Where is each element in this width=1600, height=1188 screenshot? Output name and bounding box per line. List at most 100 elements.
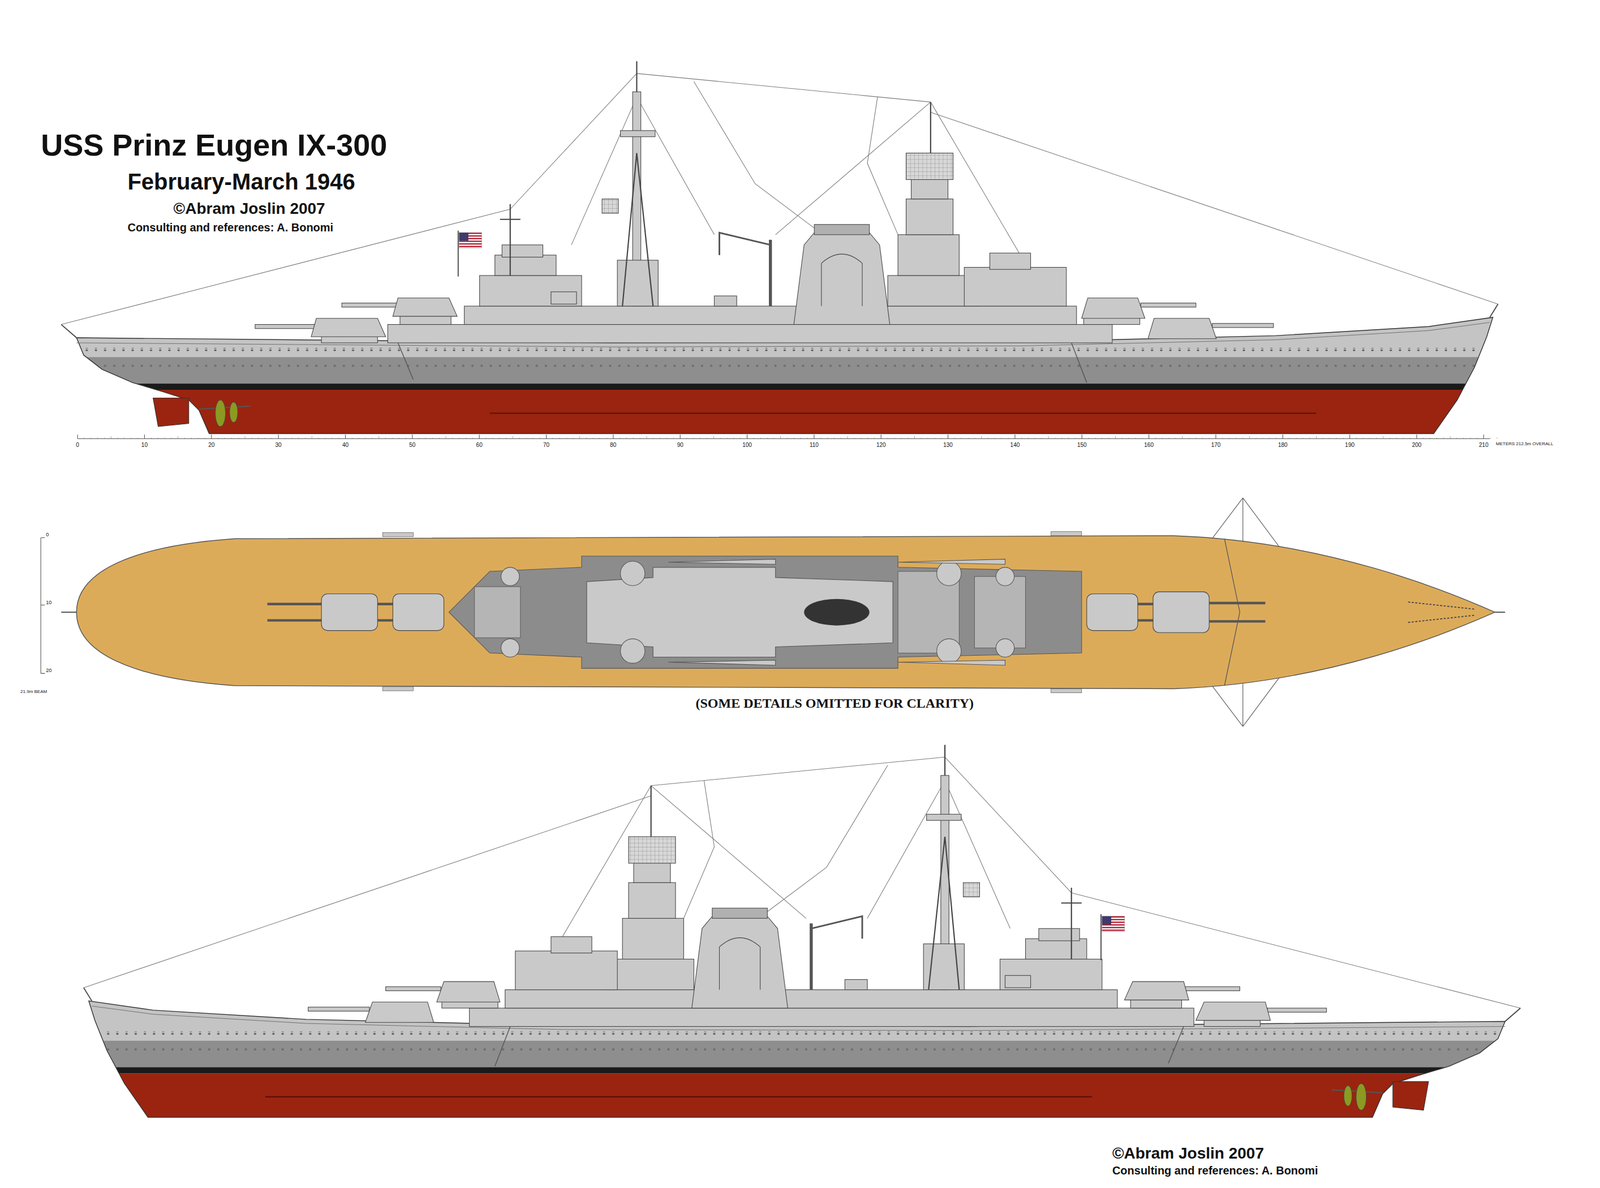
ruler-tick <box>1014 434 1015 439</box>
ruler-tick <box>284 437 286 439</box>
ruler-tick <box>1369 437 1371 439</box>
ruler-tick <box>170 437 172 439</box>
ruler-tick <box>492 437 493 439</box>
ruler-tick <box>458 437 460 439</box>
ruler-tick <box>304 437 306 439</box>
ruler-tick <box>1422 437 1424 439</box>
scale-number: 40 <box>342 441 349 449</box>
ruler-tick <box>445 436 446 440</box>
scale-number: 180 <box>1278 441 1288 449</box>
ruler-tick <box>1342 437 1344 439</box>
plan-view-part-part <box>897 660 1005 666</box>
ruler-tick <box>1396 437 1397 439</box>
plan-view-part <box>76 535 1495 690</box>
ruler-tick <box>626 437 627 439</box>
ruler-tick <box>1382 436 1384 440</box>
ruler-tick <box>1001 437 1002 439</box>
ruler-tick <box>264 437 266 439</box>
scale-number: 60 <box>476 441 483 449</box>
ruler-tick <box>177 436 179 440</box>
plan-view-part-part <box>620 561 645 586</box>
ruler-tick <box>1490 437 1491 439</box>
scale-unit: 21.9m BEAM <box>20 689 47 695</box>
ruler-tick <box>1041 437 1043 439</box>
ruler-tick <box>1188 437 1190 439</box>
ruler-tick <box>1202 437 1203 439</box>
scale-number: 170 <box>1211 441 1221 449</box>
scale-number: 120 <box>876 441 886 449</box>
ruler-tick <box>97 437 98 439</box>
ruler-tick <box>1148 434 1150 439</box>
scale-number: 0 <box>45 532 49 539</box>
ruler-tick <box>291 437 292 439</box>
ruler-tick <box>1134 437 1136 439</box>
ruler-tick <box>1476 437 1478 439</box>
ruler-tick <box>345 434 346 439</box>
ruler-tick <box>331 437 333 439</box>
plan-view-part-part <box>620 638 645 664</box>
ruler-tick <box>1269 437 1270 439</box>
plan-view-part <box>1051 688 1082 693</box>
ruler-tick <box>77 434 79 439</box>
ruler-tick <box>599 437 601 439</box>
ruler-tick <box>1403 437 1404 439</box>
ruler-tick <box>485 437 486 439</box>
ruler-tick <box>1289 437 1290 439</box>
ruler-tick <box>257 437 259 439</box>
ruler-tick <box>1028 437 1029 439</box>
bottom-profile <box>0 745 1582 1143</box>
plan-view-part-part <box>995 567 1014 586</box>
ruler-tick <box>827 437 828 439</box>
ruler-tick <box>371 437 373 439</box>
ruler-tick <box>1409 437 1411 439</box>
flag-bottom <box>1100 914 1125 961</box>
ruler-tick <box>746 434 748 439</box>
ruler-tick <box>813 434 815 439</box>
ruler-tick <box>532 437 533 439</box>
ruler-tick <box>224 437 226 439</box>
ruler-tick <box>465 437 467 439</box>
ruler-tick <box>820 437 821 439</box>
ruler-tick <box>351 437 353 439</box>
ruler-tick <box>833 437 835 439</box>
plan-view-part-part <box>897 558 1005 565</box>
plan-view-part-part <box>668 558 776 565</box>
ruler-tick <box>110 436 112 440</box>
ruler-tick <box>1061 437 1062 439</box>
ruler-tick <box>231 437 232 439</box>
ruler-tick <box>699 437 701 439</box>
scale-number: 100 <box>742 441 752 449</box>
ruler-tick <box>425 437 427 439</box>
ruler-tick <box>104 437 105 439</box>
ruler-tick <box>1034 437 1036 439</box>
ruler-tick <box>1416 434 1418 439</box>
scale-number: 150 <box>1077 441 1087 449</box>
ruler-tick <box>907 437 909 439</box>
ruler-tick <box>1181 436 1183 440</box>
credit: Consulting and references: A. Bonomi <box>1112 1164 1319 1177</box>
ruler-tick <box>1222 437 1223 439</box>
ruler-tick <box>1121 437 1123 439</box>
plan-view-part-part <box>936 561 962 586</box>
top-profile <box>0 61 1600 459</box>
ruler-tick <box>512 436 514 440</box>
beam-scale-part <box>40 538 45 674</box>
ruler-tick <box>713 436 715 440</box>
scale-number: 130 <box>943 441 953 449</box>
ruler-tick <box>117 437 119 439</box>
ruler-tick <box>338 437 339 439</box>
ruler-tick <box>1008 437 1009 439</box>
ruler-tick <box>324 437 326 439</box>
ruler-tick <box>1175 437 1176 439</box>
ruler-tick <box>646 436 648 440</box>
ruler-tick <box>439 437 440 439</box>
plan-view-part-part <box>995 638 1014 657</box>
plan-view-part <box>803 599 870 626</box>
ruler-tick <box>994 437 996 439</box>
ruler-tick <box>1429 437 1431 439</box>
length-ruler-part <box>77 438 1490 440</box>
ruler-tick <box>244 436 245 440</box>
plan-view-part <box>1494 611 1505 613</box>
ruler-tick <box>364 437 366 439</box>
ruler-tick <box>191 437 192 439</box>
